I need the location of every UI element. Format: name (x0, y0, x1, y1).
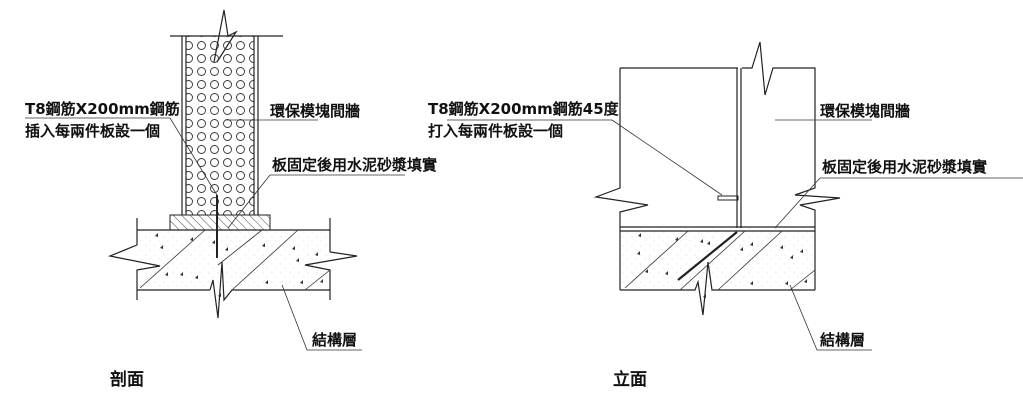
aggregate-mark (160, 245, 163, 249)
elevation-rebar-label-line2: 打入每兩件板設一個 (428, 122, 563, 140)
aggregate-mark (804, 279, 807, 283)
aggregate-mark (740, 247, 743, 251)
aggregate-mark (665, 271, 668, 275)
aggregate-mark (296, 258, 299, 262)
rebar-head (717, 195, 739, 201)
aggregate-mark (790, 255, 793, 259)
aggregate-mark (750, 281, 753, 285)
section-wall (170, 9, 283, 215)
aggregate-mark (212, 240, 215, 244)
section-rebar-label-line1: T8鋼筋X200mm鋼筋 (25, 100, 180, 118)
section-caption: 剖面 (110, 369, 144, 390)
aggregate-mark (707, 241, 710, 245)
aggregate-mark (265, 280, 268, 284)
break-line (213, 9, 238, 63)
section-structure-label: 結構層 (312, 331, 357, 349)
aggregate-mark (637, 251, 640, 255)
elevation-grout-label: 板固定後用水泥砂漿填實 (822, 158, 987, 176)
aggregate-mark (785, 281, 788, 285)
aggregate-mark (800, 249, 803, 253)
aggregate-mark (195, 275, 198, 279)
section-structure-slab (107, 218, 358, 319)
elevation-caption: 立面 (613, 369, 647, 390)
aggregate-mark (780, 245, 783, 249)
aggregate-mark (315, 252, 318, 256)
aggregate-mark (638, 233, 641, 237)
aggregate-mark (155, 233, 158, 237)
aggregate-mark (675, 237, 678, 241)
section-wall-label: 環保模塊間牆 (270, 102, 360, 120)
grout-hatch (169, 214, 271, 231)
elevation-structure-slab (619, 226, 816, 316)
section-rebar-label-line2: 插入每兩件板設一個 (25, 122, 160, 140)
section-grout-label: 板固定後用水泥砂漿填實 (272, 156, 437, 174)
elevation-structure-label: 結構層 (820, 331, 865, 349)
elevation-rebar-label-line1: T8鋼筋X200mm鋼筋45度 (428, 100, 620, 118)
aggregate-mark (225, 247, 228, 251)
elevation-rebar (677, 231, 738, 281)
aggregate-mark (700, 239, 703, 243)
aggregate-mark (645, 269, 648, 273)
aggregate-mark (218, 293, 221, 297)
aggregate-mark (262, 243, 265, 247)
aggregate-mark (190, 237, 193, 241)
elevation-wall (593, 41, 841, 228)
aggregate-mark (703, 294, 706, 298)
elevation-wall-label: 環保模塊間牆 (820, 102, 910, 120)
aggregate-mark (320, 279, 323, 283)
concrete-aggregate (155, 233, 807, 298)
aggregate-mark (300, 280, 303, 284)
aggregate-mark (180, 272, 183, 276)
aggregate-mark (165, 272, 168, 276)
aggregate-mark (750, 242, 753, 246)
section-view: T8鋼筋X200mm鋼筋 插入每兩件板設一個 環保模塊間牆 板固定後用水泥砂漿填… (25, 9, 437, 390)
elevation-view: T8鋼筋X200mm鋼筋45度 打入每兩件板設一個 環保模塊間牆 板固定後用水泥… (428, 41, 1023, 390)
aggregate-mark (292, 246, 295, 250)
